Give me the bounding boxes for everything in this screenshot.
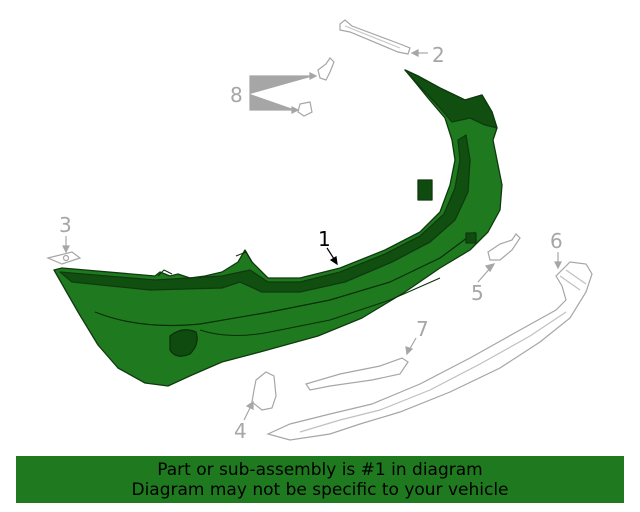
trim-strip-part[interactable] — [305, 357, 409, 391]
clip-part[interactable] — [297, 57, 335, 117]
plate-part[interactable] — [46, 251, 82, 265]
callout-2: 2 — [432, 43, 445, 67]
bumper-top-notch — [157, 251, 253, 277]
callout-5: 5 — [471, 281, 484, 305]
bumper-mount-tab — [465, 232, 477, 244]
reflector-part[interactable] — [251, 371, 277, 411]
callout-8: 8 — [230, 83, 243, 107]
leader-lines — [62, 49, 562, 421]
callout-4: 4 — [234, 419, 247, 443]
callout-1: 1 — [318, 227, 331, 251]
callout-3: 3 — [59, 213, 72, 237]
info-banner: Part or sub-assembly is #1 in diagram Di… — [16, 456, 624, 503]
bracket-strip-part[interactable] — [339, 19, 411, 55]
leader-line-part-1 — [326, 247, 338, 266]
bumper-side-wing — [404, 69, 498, 129]
callout-6: 6 — [550, 229, 563, 253]
lower-valance-part[interactable] — [266, 261, 593, 441]
callout-7: 7 — [416, 317, 429, 341]
bumper-upper-ledge — [59, 134, 471, 293]
bumper-inner-ridge — [199, 277, 441, 337]
bumper-lamp-opening — [169, 329, 198, 357]
small-bracket-part[interactable] — [487, 233, 521, 261]
bumper-mount-tab — [417, 179, 433, 201]
parts-diagram: 1 2 3 4 5 6 7 8 — [46, 19, 593, 443]
banner-line-1: Part or sub-assembly is #1 in diagram — [157, 459, 483, 480]
banner-line-2: Diagram may not be specific to your vehi… — [131, 479, 509, 500]
bumper-lower-ridge — [94, 231, 476, 327]
bumper-cover-part[interactable] — [53, 69, 503, 387]
